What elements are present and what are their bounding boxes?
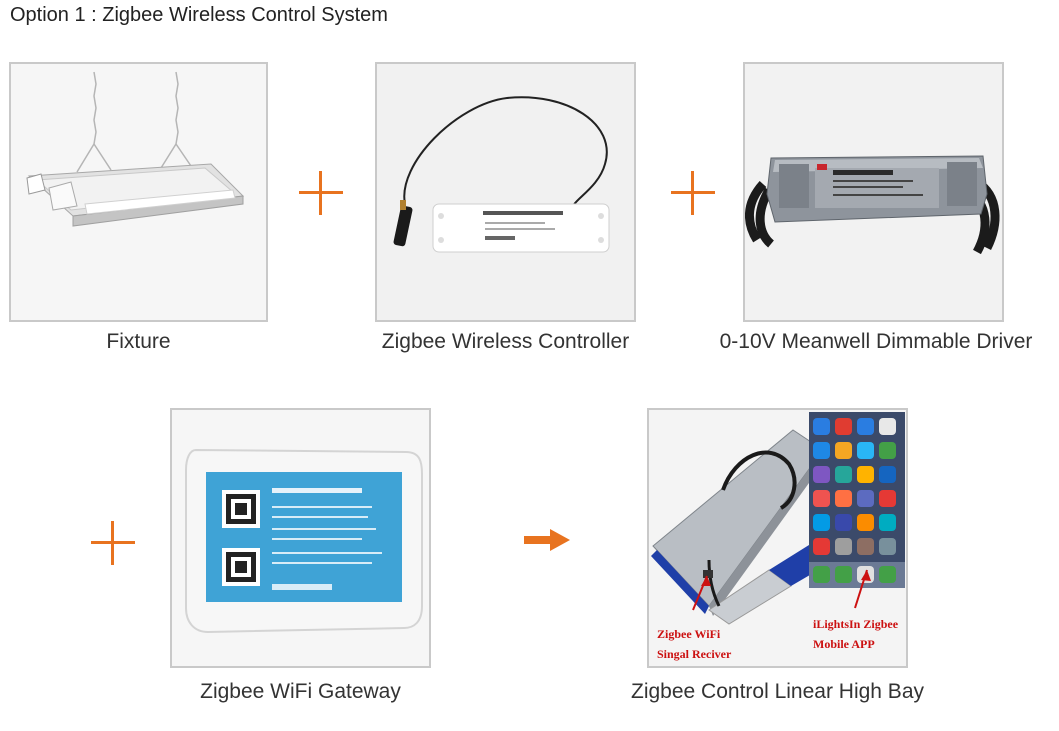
caption-fixture: Fixture [106,330,171,353]
zigbee-controller-image [375,62,636,322]
caption-linear-high-bay: Zigbee Control Linear High Bay [631,680,924,703]
caption-wifi-gateway: Zigbee WiFi Gateway [200,680,401,703]
caption-zigbee-controller: Zigbee Wireless Controller [381,330,630,353]
meanwell-driver-image [743,62,1004,322]
plus-icon [299,171,343,215]
signal-receiver-label: Zigbee WiFi Singal Reciver [657,627,732,661]
arrow-right-icon [524,529,570,551]
plus-icon [91,521,135,565]
wifi-gateway-image [170,408,431,668]
page-title: Option 1 : Zigbee Wireless Control Syste… [10,4,388,26]
linear-high-bay-image: Zigbee WiFi Singal Reciver iLightsIn Zig… [647,408,908,668]
mobile-app-label: iLightsIn Zigbee Mobile APP [813,617,899,651]
caption-meanwell-driver: 0-10V Meanwell Dimmable Driver [719,330,1033,353]
fixture-image [9,62,268,322]
plus-icon [671,171,715,215]
